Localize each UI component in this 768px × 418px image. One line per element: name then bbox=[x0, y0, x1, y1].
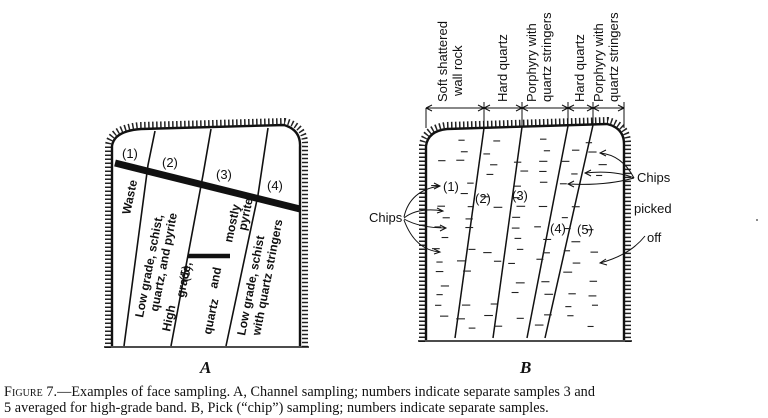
panel-b-header-porphyry-2a: Porphyry with bbox=[591, 23, 606, 102]
panel-b-sample-2: (2) bbox=[475, 191, 491, 206]
caption-line-1: —Examples of face sampling. A, Channel s… bbox=[57, 384, 595, 400]
panel-a-rock-hatch bbox=[105, 117, 309, 348]
scan-speck bbox=[756, 219, 758, 221]
panel-a-face-outline bbox=[110, 123, 302, 346]
panel-b-header-soft-shattered-1: Soft shattered bbox=[435, 21, 450, 102]
panel-a-high-label: High bbox=[159, 304, 178, 333]
caption-figure-number: Figure 7. bbox=[4, 384, 58, 400]
panel-b-label: B bbox=[519, 358, 531, 377]
figure-caption: Figure 7.—Examples of face sampling. A, … bbox=[4, 384, 766, 416]
panel-b-sample-3: (3) bbox=[512, 188, 528, 203]
panel-a-contact-2 bbox=[170, 128, 212, 347]
panel-b-chips-left-label: Chips bbox=[369, 210, 403, 225]
panel-a-channel-cut bbox=[114, 159, 301, 213]
panel-b-picked-label: picked bbox=[634, 201, 672, 216]
panel-a-and-label: and bbox=[206, 266, 224, 290]
panel-b-contact-1 bbox=[454, 127, 485, 339]
panel-a-sample-5: (5) bbox=[176, 264, 194, 283]
panel-a-pyrite-label: pyrite bbox=[235, 196, 256, 231]
panel-a-sample-3: (3) bbox=[216, 167, 232, 182]
panel-b-chip-marks bbox=[431, 138, 607, 329]
panel-b-chips-right-label: Chips bbox=[637, 170, 671, 185]
caption-line-2: 5 averaged for high-grade band. B, Pick … bbox=[4, 400, 549, 416]
panel-b-header-soft-shattered-2: wall rock bbox=[450, 45, 465, 97]
panel-b-off-label: off bbox=[647, 230, 662, 245]
panel-b-header-hard-quartz-1: Hard quartz bbox=[495, 34, 510, 102]
panel-a-contact-1 bbox=[123, 130, 156, 347]
panel-b-sample-5: (5) bbox=[577, 222, 593, 237]
panel-b-sample-1: (1) bbox=[443, 179, 459, 194]
panel-b-diagram: Soft shattered wall rock Hard quartz Por… bbox=[369, 12, 672, 377]
panel-b-sample-4: (4) bbox=[550, 221, 566, 236]
panel-b-header-porphyry-2b: quartz stringers bbox=[606, 12, 621, 102]
panel-b-header-hard-quartz-2: Hard quartz bbox=[572, 34, 587, 102]
panel-a-sample-1: (1) bbox=[122, 146, 138, 161]
panel-b-header-dimensions bbox=[425, 102, 625, 128]
panel-b-chips-left-arrows bbox=[403, 182, 448, 255]
panel-b-header-porphyry-1b: quartz stringers bbox=[539, 12, 554, 102]
panel-a-sample-2: (2) bbox=[162, 155, 178, 170]
panel-b-face-outline bbox=[424, 122, 626, 340]
panel-a-label: A bbox=[199, 358, 211, 377]
panel-b-header-porphyry-1a: Porphyry with bbox=[524, 23, 539, 102]
panel-b-rock-hatch bbox=[419, 116, 631, 342]
panel-b-chips-right-arrows bbox=[566, 149, 646, 266]
panel-a-diagram: (1) (2) (3) (4) (5) Waste Low grade, sch… bbox=[104, 117, 309, 377]
panel-a-sample-4: (4) bbox=[267, 178, 283, 193]
panel-b-contact-4 bbox=[544, 124, 594, 339]
